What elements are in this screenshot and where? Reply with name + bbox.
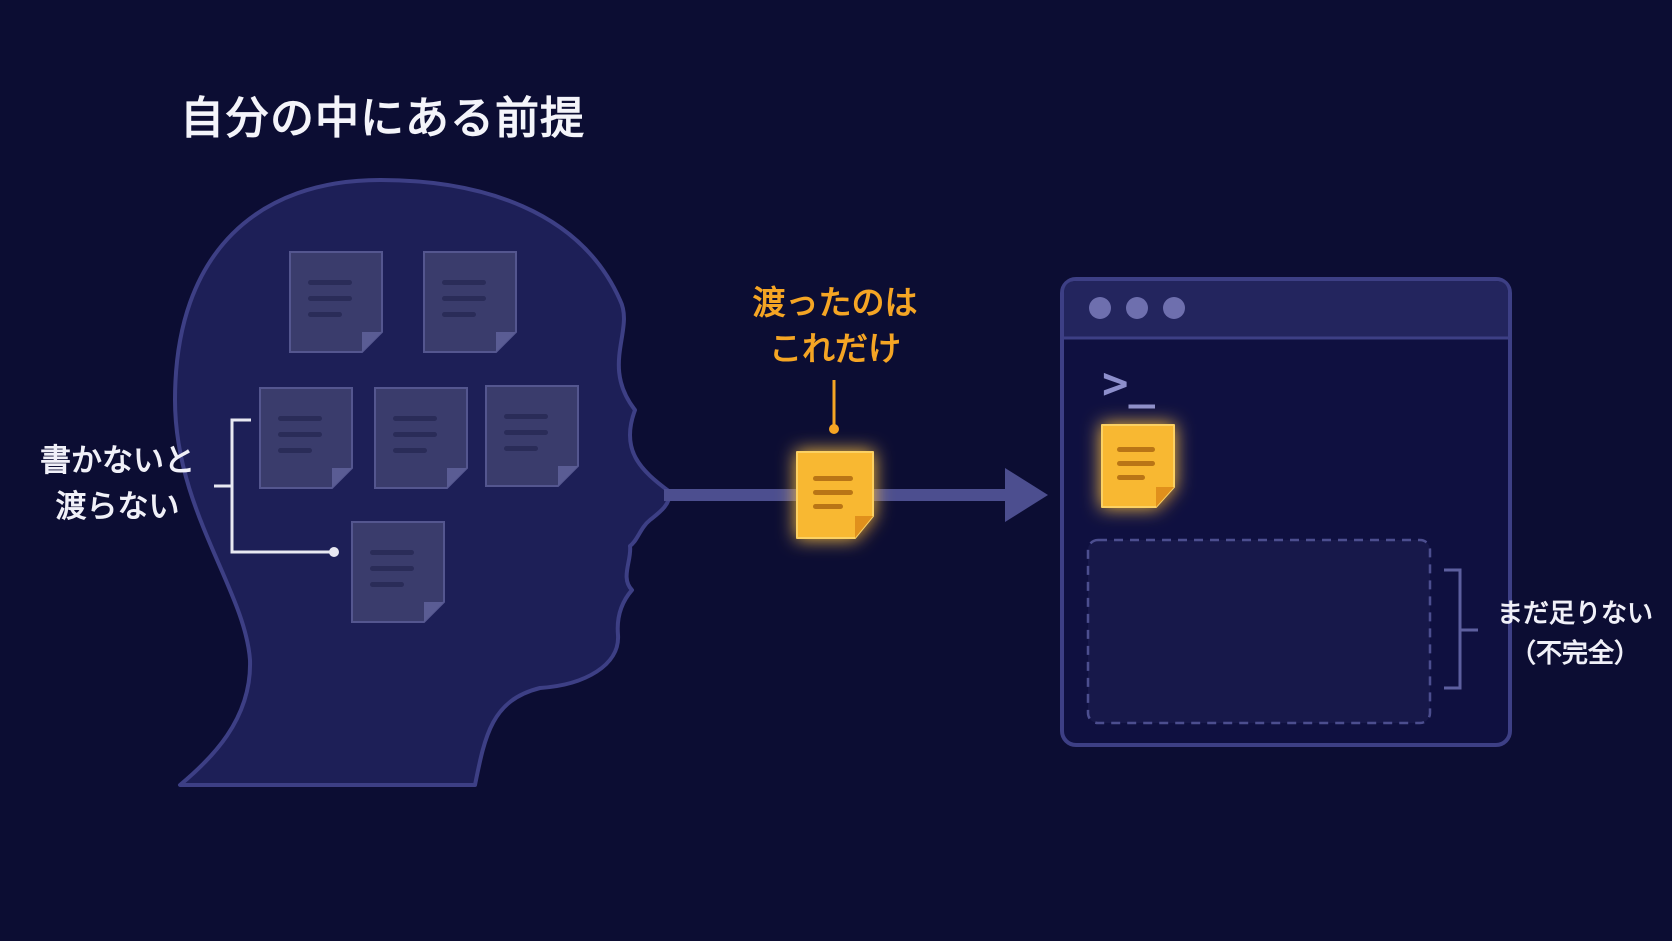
document-note-icon <box>485 385 579 487</box>
passed-note-line1: 渡ったのは <box>752 283 918 322</box>
passed-note-line2: これだけ <box>769 329 901 368</box>
left-note-line2: 渡らない <box>55 489 180 525</box>
right-note-line1: まだ足りない <box>1496 599 1653 629</box>
missing-content-area <box>1086 538 1432 725</box>
window-dot-icon <box>1126 297 1148 319</box>
left-bracket <box>214 418 334 554</box>
connector-dot <box>329 547 339 557</box>
highlighted-note <box>796 451 874 539</box>
document-note-icon <box>351 521 445 623</box>
gray-notes <box>259 251 579 623</box>
right-bracket <box>1444 568 1478 690</box>
left-note: 書かないと 渡らない <box>40 438 195 530</box>
left-note-line1: 書かないと <box>40 443 195 479</box>
terminal-note <box>1101 424 1175 508</box>
window-dot-icon <box>1163 297 1185 319</box>
passed-connector-dot <box>829 424 839 434</box>
window-dot-icon <box>1089 297 1111 319</box>
document-note-icon <box>374 387 468 489</box>
document-note-icon <box>423 251 517 353</box>
document-note-icon <box>259 387 353 489</box>
document-note-icon <box>289 251 383 353</box>
right-note-line2: （不完全） <box>1509 639 1640 669</box>
terminal-prompt: >_ <box>1102 358 1155 409</box>
page-title: 自分の中にある前提 <box>180 93 585 144</box>
passed-note: 渡ったのは これだけ <box>730 280 940 372</box>
arrow-right-icon <box>1005 468 1048 522</box>
right-note: まだ足りない （不完全） <box>1480 594 1670 674</box>
